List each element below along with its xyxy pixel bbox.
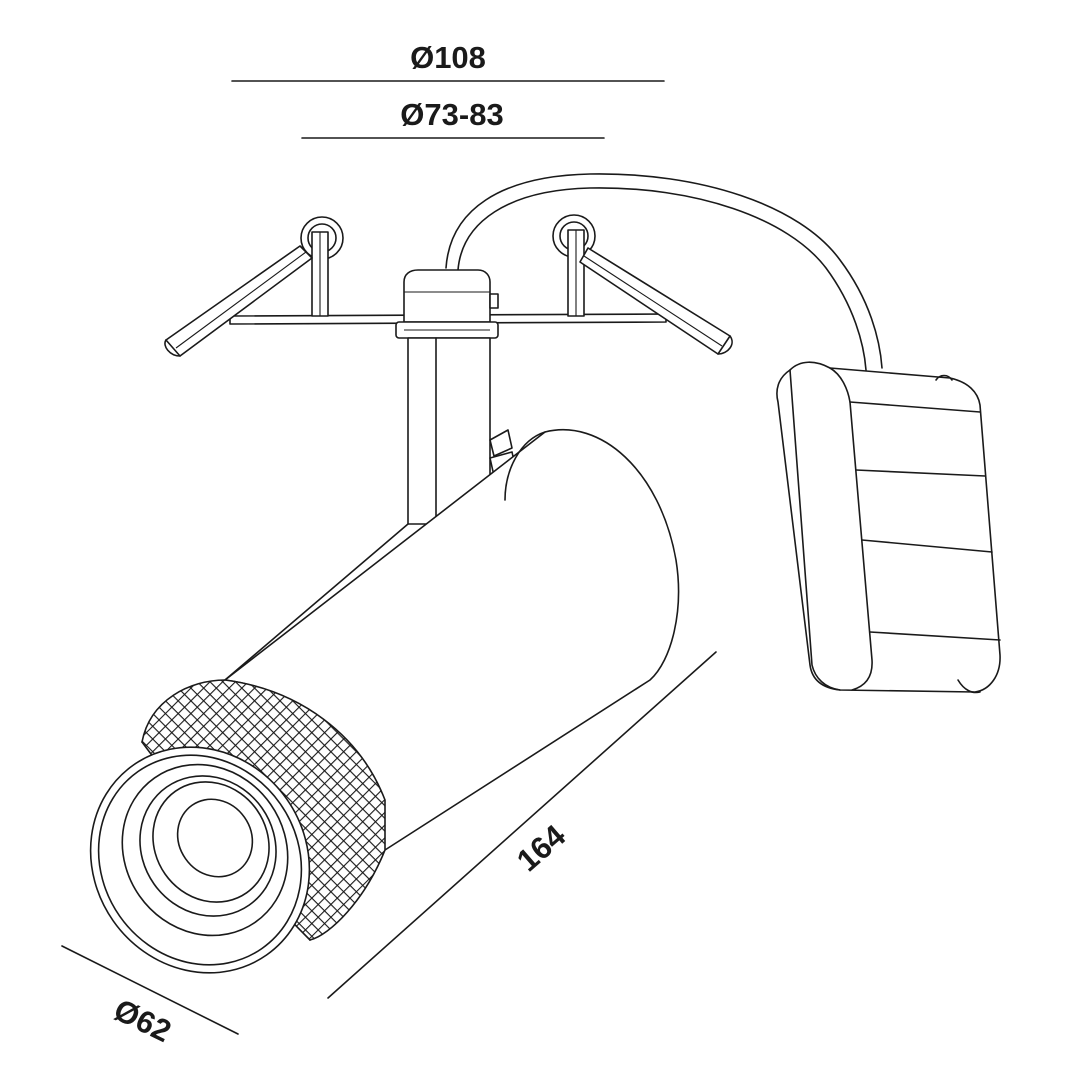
power-cable xyxy=(445,173,883,371)
center-hub xyxy=(395,269,499,339)
cutout-diameter-label: Ø73-83 xyxy=(400,97,503,132)
front-lens-assembly xyxy=(89,746,311,974)
mounting-plate xyxy=(164,214,733,357)
left-spring-clip xyxy=(164,216,344,357)
length-line xyxy=(327,651,717,999)
right-spring-clip xyxy=(552,214,733,355)
head-diameter-line xyxy=(61,945,239,1035)
dimension-outer-diameter: Ø108 xyxy=(231,40,665,82)
dimension-cutout-diameter: Ø73-83 xyxy=(301,97,605,139)
outer-diameter-label: Ø108 xyxy=(410,40,486,75)
head-diameter-label: Ø62 xyxy=(109,992,177,1049)
led-driver-box xyxy=(776,361,1001,694)
